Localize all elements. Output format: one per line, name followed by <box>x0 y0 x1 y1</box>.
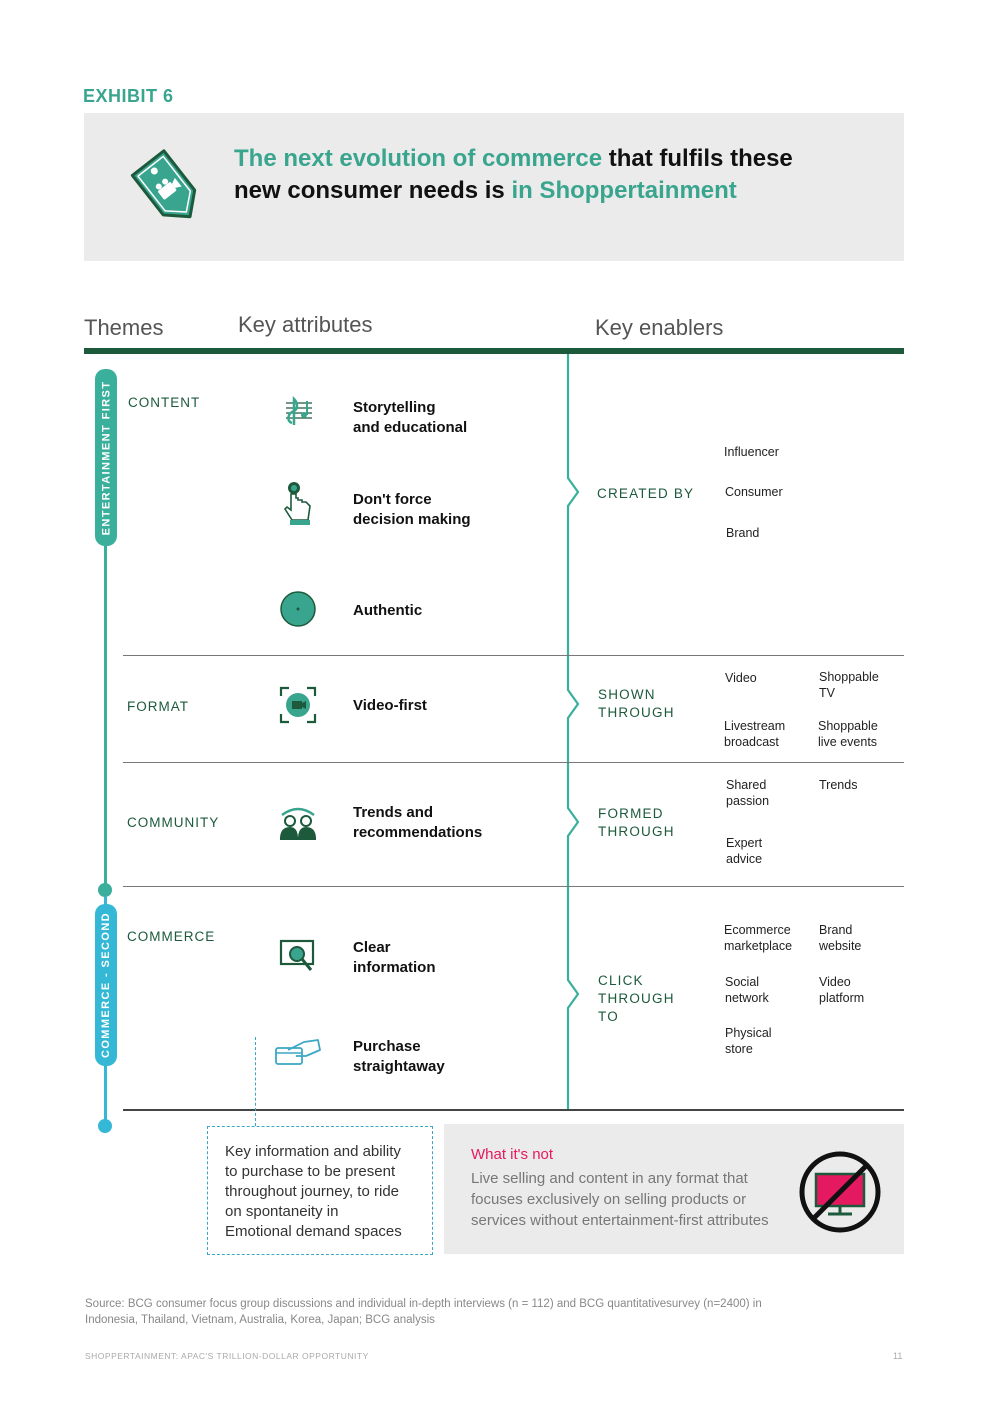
key-information-note: Key information and ability to purchase … <box>207 1126 433 1255</box>
attribute-clear-information: Clear information <box>353 939 436 976</box>
video-camera-frame-icon <box>279 686 317 724</box>
enabler-item-video: Video <box>725 671 757 685</box>
footer-title: SHOPPERTAINMENT: APAC'S TRILLION-DOLLAR … <box>85 1351 369 1361</box>
no-tv-selling-icon <box>798 1150 882 1234</box>
header-rule <box>84 348 904 354</box>
pillar-commerce-second: COMMERCE - SECOND <box>95 904 117 1066</box>
pillar-entertainment-first: ENTERTAINMENT FIRST <box>95 369 117 546</box>
page-number: 11 <box>893 1351 903 1361</box>
people-community-icon <box>278 805 318 841</box>
table-bottom-rule <box>123 1109 904 1111</box>
enabler-created-by: CREATED BY <box>597 486 695 501</box>
timeline-line-top <box>104 390 107 890</box>
enabler-item-brand-website: Brand website <box>819 923 862 953</box>
what-its-not-title: What it's not <box>471 1146 554 1163</box>
enabler-item-consumer: Consumer <box>725 485 783 499</box>
row-separator <box>123 886 904 887</box>
authentic-badge-icon <box>279 590 317 628</box>
column-header-attributes: Key attributes <box>238 312 373 337</box>
enabler-item-ecommerce: Ecommerce marketplace <box>724 923 793 953</box>
theme-community: COMMUNITY <box>127 815 220 830</box>
enabler-click-through: CLICK THROUGH TO <box>598 973 675 1024</box>
attribute-storytelling: Storytelling and educational <box>353 399 468 436</box>
headline-part1: The next evolution of commerce <box>234 145 603 172</box>
attribute-authentic: Authentic <box>353 602 423 619</box>
pillar-bottom-label: COMMERCE - SECOND <box>100 911 112 1059</box>
headline: The next evolution of commerce that fulf… <box>234 143 794 207</box>
headline-part2: that fulfils these new consumer needs is <box>234 145 793 204</box>
enabler-item-brand: Brand <box>726 526 760 540</box>
attribute-video-first: Video-first <box>353 697 427 714</box>
attribute-trends: Trends and recommendations <box>353 804 483 841</box>
exhibit-label: EXHIBIT 6 <box>83 86 174 106</box>
pillar-top-label: ENTERTAINMENT FIRST <box>100 380 113 535</box>
enabler-item-trends: Trends <box>819 778 858 792</box>
enabler-formed-through: FORMED THROUGH <box>598 806 675 839</box>
timeline-end-node <box>98 1119 112 1133</box>
price-tag-camera-icon <box>118 137 214 235</box>
headline-banner <box>84 113 904 261</box>
enabler-item-shared-passion: Shared passion <box>726 778 770 808</box>
column-header-themes: Themes <box>84 315 164 340</box>
music-note-icon <box>280 393 316 429</box>
enabler-item-livestream: Livestream broadcast <box>724 719 786 749</box>
callout-connector <box>255 1037 256 1126</box>
attribute-purchase: Purchase straightaway <box>353 1038 445 1075</box>
magnifier-screen-icon <box>279 938 319 974</box>
hand-pointer-icon <box>282 480 316 526</box>
headline-part3: in Shoppertainment <box>511 177 737 204</box>
hand-card-icon <box>274 1036 322 1068</box>
enabler-item-expert-advice: Expert advice <box>726 836 763 866</box>
attribute-dont-force: Don't force decision making <box>353 491 471 528</box>
enabler-item-video-platform: Video platform <box>819 975 865 1005</box>
theme-commerce: COMMERCE <box>127 929 216 944</box>
what-its-not-body: Live selling and content in any format t… <box>471 1170 769 1229</box>
source-note: Source: BCG consumer focus group discuss… <box>85 1298 762 1326</box>
theme-format: FORMAT <box>127 699 189 714</box>
row-separator <box>123 655 904 656</box>
enabler-item-physical-store: Physical store <box>725 1026 772 1056</box>
enabler-item-social-network: Social network <box>725 975 769 1005</box>
enabler-item-shoppable-tv: Shoppable TV <box>819 670 879 700</box>
enablers-divider <box>566 354 580 1110</box>
column-header-enablers: Key enablers <box>595 315 724 340</box>
enabler-shown-through: SHOWN THROUGH <box>598 687 675 720</box>
enabler-item-influencer: Influencer <box>724 445 779 459</box>
theme-content: CONTENT <box>128 395 201 410</box>
row-separator <box>123 762 904 763</box>
enabler-item-shoppable-live: Shoppable live events <box>818 719 878 749</box>
timeline-node <box>98 883 112 897</box>
